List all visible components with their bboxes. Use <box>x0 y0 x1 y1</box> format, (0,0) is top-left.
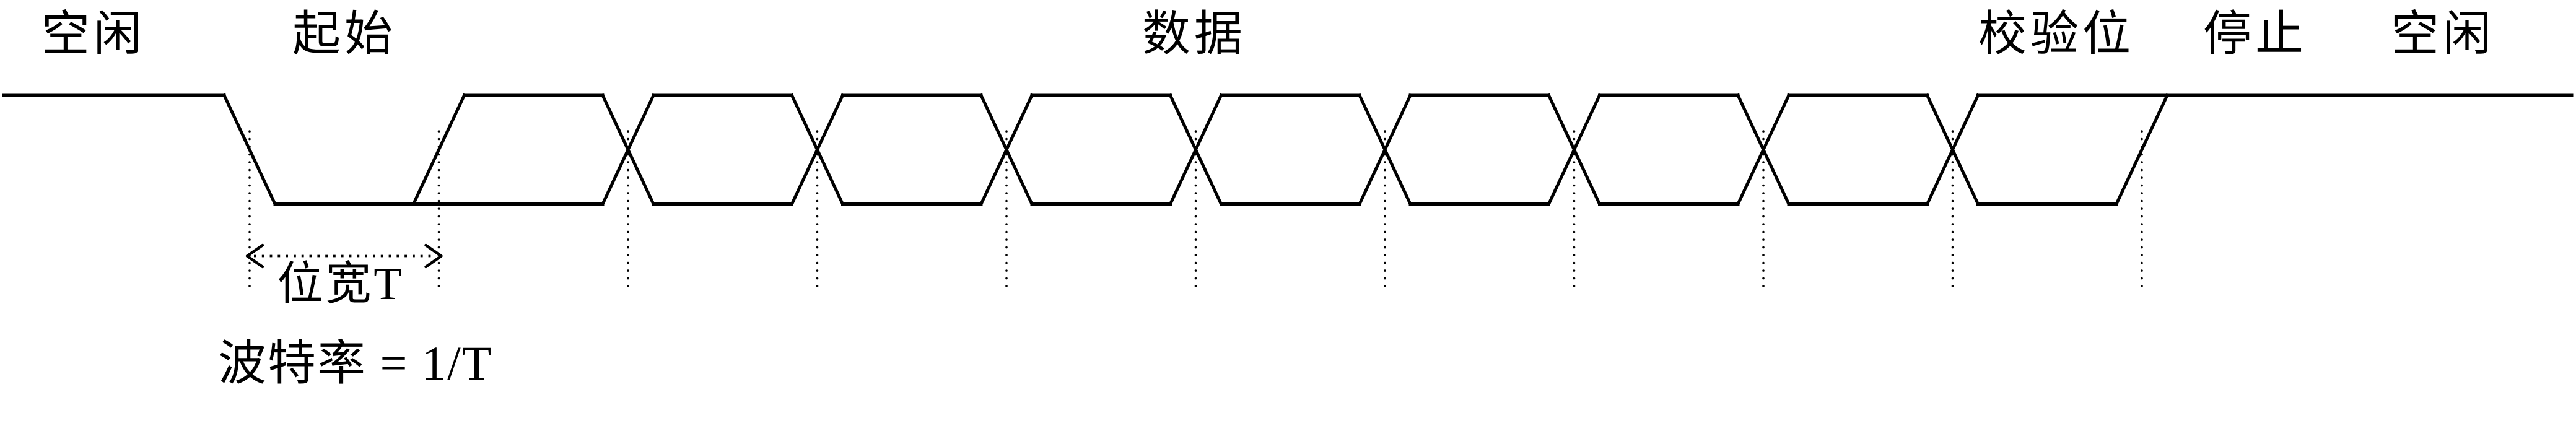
label-data: 数据 <box>1142 7 1247 61</box>
label-start: 起始 <box>292 7 397 61</box>
label-idle-left: 空闲 <box>41 7 146 61</box>
bit-width-label: 位宽T <box>277 259 404 310</box>
label-parity: 校验位 <box>1978 7 2135 61</box>
label-idle-right: 空闲 <box>2390 7 2495 61</box>
baud-rate-formula: 波特率 = 1/T <box>218 336 493 390</box>
label-stop: 停止 <box>2203 7 2308 61</box>
